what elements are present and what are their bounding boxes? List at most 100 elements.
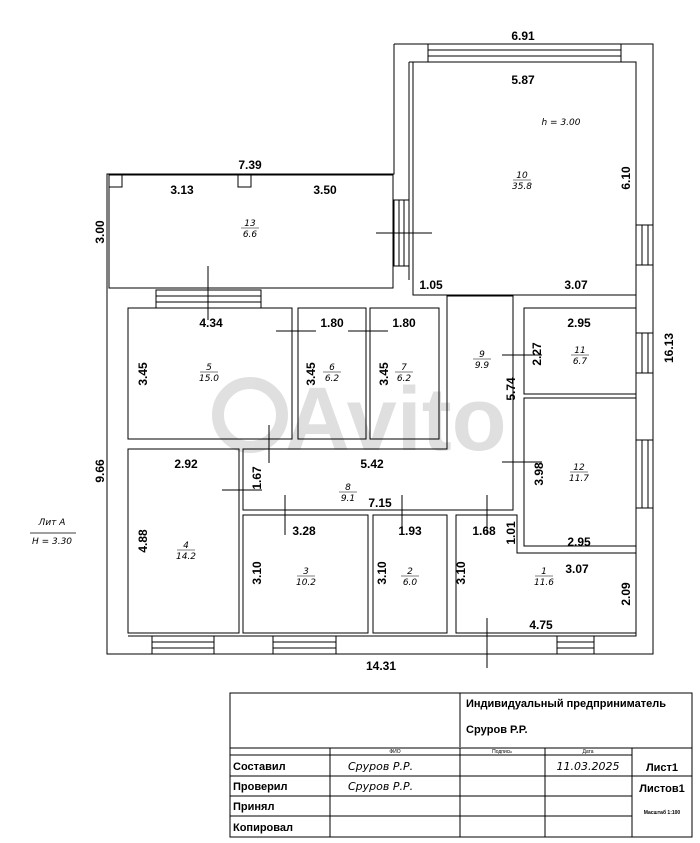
window-top: [427, 43, 622, 63]
room-8-area: 9.1: [341, 494, 355, 504]
dim-r6-width: 1.80: [320, 316, 344, 330]
window-right-1: [635, 224, 654, 266]
room-7-outline: [369, 307, 440, 440]
dim-r11-width: 2.95: [567, 316, 591, 330]
dim-room10-height: 6.10: [619, 166, 633, 190]
window-bottom-left: [151, 635, 215, 655]
ceiling-height: h = 3.00: [541, 118, 580, 128]
room-3-outline: [242, 514, 369, 634]
room-6-outline: [297, 307, 367, 440]
window-bottom-right: [556, 635, 595, 655]
room-12-area: 11.7: [569, 474, 589, 484]
dim-r12-height: 3.98: [532, 462, 546, 486]
dim-corr-1-05: 1.05: [419, 278, 443, 292]
window-bottom-mid: [272, 635, 337, 655]
window-right-2: [635, 332, 654, 374]
tb-scale: Масштаб 1:100: [644, 809, 681, 816]
tb-col-fio: ФИО: [389, 749, 400, 755]
room-9-number: 9: [479, 350, 485, 360]
tb-sheets: Листов1: [639, 783, 684, 795]
dim-r1-height: 3.10: [454, 561, 468, 585]
room-3-area: 10.2: [296, 578, 316, 588]
dim-corr-5-42: 5.42: [360, 457, 384, 471]
tb-col-date: Дата: [582, 749, 593, 755]
dim-r1-side: 2.09: [619, 582, 633, 606]
dim-corr-5-74: 5.74: [504, 377, 518, 401]
room-2-area: 6.0: [403, 578, 418, 588]
dim-r3-height: 3.10: [250, 561, 264, 585]
dim-left-total: 9.66: [93, 459, 107, 483]
room-2-outline: [372, 514, 448, 634]
window-right-3: [635, 439, 654, 509]
tb-row-2-name: Сруров Р.Р.: [348, 780, 413, 793]
dim-annex-width: 7.39: [238, 158, 262, 172]
lit-label: Лит А: [38, 518, 66, 528]
dim-e-1-01: 1.01: [504, 521, 518, 545]
dim-r3-width: 3.28: [292, 524, 316, 538]
dim-right-total: 16.13: [662, 333, 676, 363]
tb-row-2-label: Проверил: [233, 781, 288, 793]
lit-height: H = 3.30: [32, 537, 72, 547]
dim-room10-width: 5.87: [511, 73, 535, 87]
dim-r4-height: 4.88: [136, 529, 150, 553]
room-12-number: 12: [573, 463, 585, 473]
tb-row-3-label: Принял: [233, 801, 274, 813]
tb-org: Индивидуальный предприниматель: [466, 698, 666, 710]
room-1-area: 11.6: [534, 578, 554, 588]
room-1-number: 1: [541, 567, 547, 577]
dim-annex-right: 3.50: [313, 183, 337, 197]
dim-r5-height: 3.45: [136, 362, 150, 386]
tb-row-1-label: Составил: [233, 761, 286, 773]
room-11-number: 11: [574, 346, 585, 356]
dim-r7-height: 3.45: [377, 362, 391, 386]
room-11-area: 6.7: [573, 357, 588, 367]
room-5-area: 15.0: [199, 374, 219, 384]
svg-text:Avito: Avito: [285, 370, 507, 470]
tb-sheet: Лист1: [646, 762, 678, 774]
room-5-number: 5: [206, 363, 212, 373]
title-block: [229, 692, 693, 838]
dim-r6-height: 3.45: [304, 362, 318, 386]
room-4-outline: [127, 448, 240, 634]
room-6-number: 6: [329, 363, 335, 373]
dim-corr-7-15: 7.15: [368, 496, 392, 510]
room-13-number: 13: [244, 219, 256, 229]
room-4-number: 4: [183, 541, 189, 551]
dim-r7-width: 1.80: [392, 316, 416, 330]
tb-col-sign: Подпись: [492, 749, 512, 755]
room-6-area: 6.2: [325, 374, 340, 384]
room-10-area: 35.8: [512, 182, 532, 192]
dim-r4-width: 2.92: [174, 457, 198, 471]
room-4-area: 14.2: [176, 552, 196, 562]
room-2-number: 2: [407, 567, 413, 577]
watermark: Avito: [212, 370, 507, 470]
tb-person: Срyров Р.Р.: [466, 724, 528, 736]
room-7-number: 7: [401, 363, 407, 373]
corridor-9-outline: [242, 295, 514, 511]
dim-r2-height: 3.10: [375, 561, 389, 585]
dim-bottom-total: 14.31: [366, 659, 396, 673]
dim-annex-height: 3.00: [93, 220, 107, 244]
room-3-number: 3: [303, 567, 309, 577]
dim-corr-1-67: 1.67: [250, 466, 264, 490]
room-13-area: 6.6: [243, 230, 258, 240]
room-7-area: 6.2: [397, 374, 412, 384]
dim-r11-height: 2.27: [530, 342, 544, 366]
tb-row-1-name: Сруров Р.Р.: [348, 760, 413, 773]
room-10-number: 10: [516, 171, 528, 181]
dim-r12-width: 2.95: [567, 535, 591, 549]
dim-r5-width: 4.34: [199, 316, 223, 330]
dim-r1-width-top: 3.07: [565, 562, 589, 576]
dim-r2-width: 1.93: [398, 524, 422, 538]
dim-top-width: 6.91: [511, 29, 535, 43]
dim-annex-left: 3.13: [170, 183, 194, 197]
dim-r1-width: 4.75: [529, 618, 553, 632]
tb-row-4-label: Копировал: [233, 822, 293, 834]
room-1-outline: [455, 514, 637, 634]
room-8-number: 8: [345, 483, 351, 493]
dim-room10-bottom: 3.07: [564, 278, 588, 292]
dim-e-1-68: 1.68: [472, 524, 496, 538]
room-9-area: 9.9: [475, 361, 490, 371]
tb-row-1-date: 11.03.2025: [557, 760, 620, 773]
